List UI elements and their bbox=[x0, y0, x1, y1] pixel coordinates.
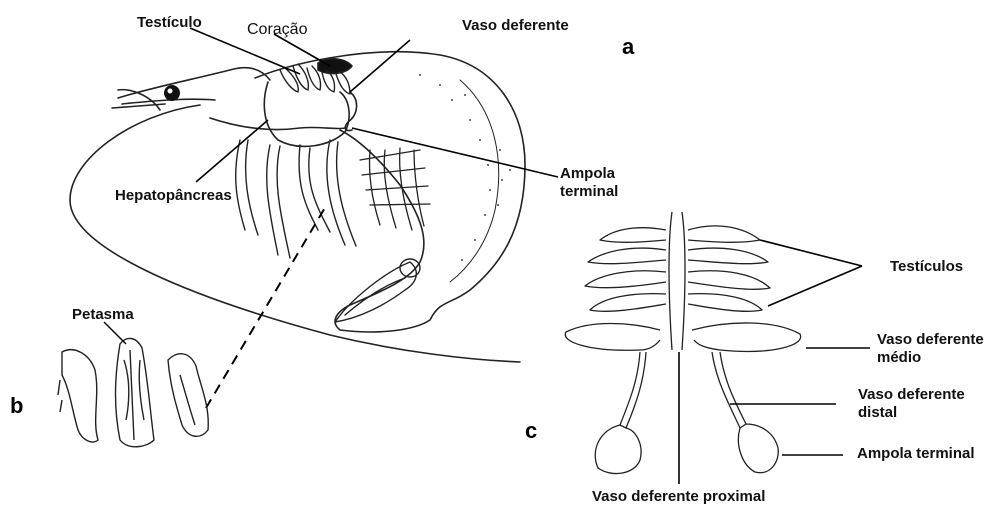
walking-legs bbox=[236, 140, 356, 258]
body-stipple bbox=[419, 74, 511, 261]
shrimp-shell-inner bbox=[450, 80, 499, 282]
panel-label-b: b bbox=[10, 393, 23, 419]
vas-deferens-medio-right bbox=[692, 323, 801, 351]
label-vaso-deferente-medio-line1: Vaso deferente bbox=[877, 331, 984, 348]
testes-central-axis bbox=[669, 212, 685, 350]
hepatopancreas-organ bbox=[264, 82, 349, 146]
reproductive-system-illustration bbox=[565, 212, 800, 474]
label-vaso-deferente-medio-line2: médio bbox=[877, 349, 921, 366]
label-vaso-deferente-distal-line1: Vaso deferente bbox=[858, 386, 965, 403]
heart bbox=[318, 59, 352, 74]
panel-label-c: c bbox=[525, 418, 537, 444]
petasma-illustration bbox=[58, 338, 208, 446]
label-petasma: Petasma bbox=[72, 306, 134, 323]
label-coracao: Coração bbox=[247, 21, 307, 38]
vas-deferens-coil bbox=[345, 92, 356, 131]
ampola-left bbox=[595, 425, 641, 474]
vas-deferens-distal-right bbox=[712, 352, 746, 428]
label-vaso-deferente-distal-line2: distal bbox=[858, 404, 897, 421]
shrimp-eye bbox=[164, 85, 180, 101]
shrimp-body-outline bbox=[255, 52, 525, 332]
vas-deferens-distal-left bbox=[620, 352, 646, 428]
label-vaso-deferente-proximal: Vaso deferente proximal bbox=[592, 488, 765, 505]
label-vaso-deferente: Vaso deferente bbox=[462, 17, 569, 34]
label-testiculo: Testículo bbox=[137, 14, 202, 31]
shrimp-antenna-1 bbox=[70, 105, 520, 362]
leader-lines-c bbox=[679, 240, 870, 484]
ampola-right bbox=[738, 424, 778, 473]
tail-fan bbox=[335, 259, 420, 322]
label-hepatopancreas: Hepatopâncreas bbox=[115, 187, 232, 204]
petasma-connector bbox=[206, 206, 326, 408]
label-ampola-terminal-a-line2: terminal bbox=[560, 183, 618, 200]
label-testiculos: Testículos bbox=[890, 258, 963, 275]
vas-deferens-medio-left bbox=[565, 324, 660, 351]
pleopods bbox=[360, 148, 430, 230]
panel-label-a: a bbox=[622, 34, 634, 60]
label-ampola-terminal-c: Ampola terminal bbox=[857, 445, 975, 462]
shrimp-illustration bbox=[70, 52, 525, 362]
label-ampola-terminal-a-line1: Ampola bbox=[560, 165, 615, 182]
petasma-leader bbox=[104, 322, 126, 344]
